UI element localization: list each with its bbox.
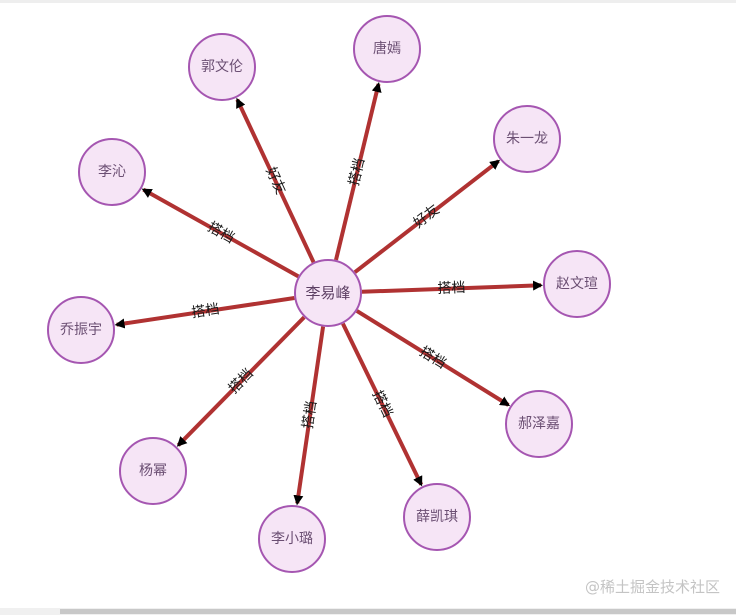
node-label: 朱一龙 [506, 131, 548, 147]
edge-label-li-xiaolu: 搭档 [300, 400, 320, 430]
node-li-yifeng[interactable]: 李易峰 [294, 259, 362, 327]
node-zhu-yilong[interactable]: 朱一龙 [493, 105, 561, 173]
scrollbar-thumb[interactable] [60, 609, 736, 614]
node-circle[interactable] [543, 250, 611, 318]
node-label: 杨幂 [139, 463, 167, 479]
watermark-text: @稀土掘金技术社区 [584, 578, 720, 596]
edge-label-xue-kaiqi: 搭档 [369, 388, 396, 420]
node-label: 薛凯琪 [416, 509, 458, 525]
edge-label-hao-zejia: 搭档 [417, 344, 449, 372]
node-label: 郝泽嘉 [518, 416, 560, 432]
edge-label-zhao-wenxuan: 搭档 [437, 280, 466, 297]
node-circle[interactable] [47, 296, 115, 364]
node-tang-yan[interactable]: 唐嫣 [353, 15, 421, 83]
node-qiao-zhenyu[interactable]: 乔振宇 [47, 296, 115, 364]
node-circle[interactable] [78, 138, 146, 206]
node-circle[interactable] [119, 437, 187, 505]
center-node-circle[interactable] [294, 259, 362, 327]
edge-zhu-yilong [353, 159, 501, 274]
edge-qiao-zhenyu [114, 296, 295, 329]
node-label: 唐嫣 [373, 40, 401, 57]
edge-tang-yan [334, 82, 382, 261]
node-guo-wenlun[interactable]: 郭文伦 [188, 33, 256, 101]
edges-layer: 好友搭档好友搭档搭档搭档搭档搭档搭档搭档 [114, 82, 544, 506]
edge-label-tang-yan: 搭档 [346, 157, 368, 188]
edge-label-qiao-zhenyu: 搭档 [190, 301, 220, 321]
edge-yang-mi [176, 315, 306, 447]
edge-label-guo-wenlun: 好友 [262, 165, 288, 197]
node-li-xiaolu[interactable]: 李小璐 [258, 505, 326, 573]
edge-li-xiaolu [293, 326, 326, 506]
edge-zhao-wenxuan [361, 280, 544, 294]
node-circle[interactable] [258, 505, 326, 573]
node-circle[interactable] [188, 33, 256, 101]
node-circle[interactable] [493, 105, 561, 173]
node-yang-mi[interactable]: 杨幂 [119, 437, 187, 505]
edge-xue-kaiqi [341, 322, 424, 487]
node-label: 郭文伦 [201, 58, 243, 75]
center-node-label: 李易峰 [305, 284, 350, 302]
edge-li-qin [141, 187, 300, 279]
node-label: 赵文瑄 [556, 276, 598, 292]
top-border [0, 0, 736, 3]
edge-hao-zejia [355, 309, 511, 407]
edge-guo-wenlun [235, 97, 316, 264]
node-li-qin[interactable]: 李沁 [78, 138, 146, 206]
node-circle[interactable] [353, 15, 421, 83]
node-label: 乔振宇 [60, 322, 102, 338]
node-circle[interactable] [505, 390, 573, 458]
edge-label-li-qin: 搭档 [205, 219, 237, 247]
node-zhao-wenxuan[interactable]: 赵文瑄 [543, 250, 611, 318]
node-hao-zejia[interactable]: 郝泽嘉 [505, 390, 573, 458]
node-circle[interactable] [403, 483, 471, 551]
node-xue-kaiqi[interactable]: 薛凯琪 [403, 483, 471, 551]
node-label: 李沁 [98, 164, 126, 180]
horizontal-scrollbar[interactable] [0, 608, 736, 615]
node-label: 李小璐 [271, 531, 313, 547]
